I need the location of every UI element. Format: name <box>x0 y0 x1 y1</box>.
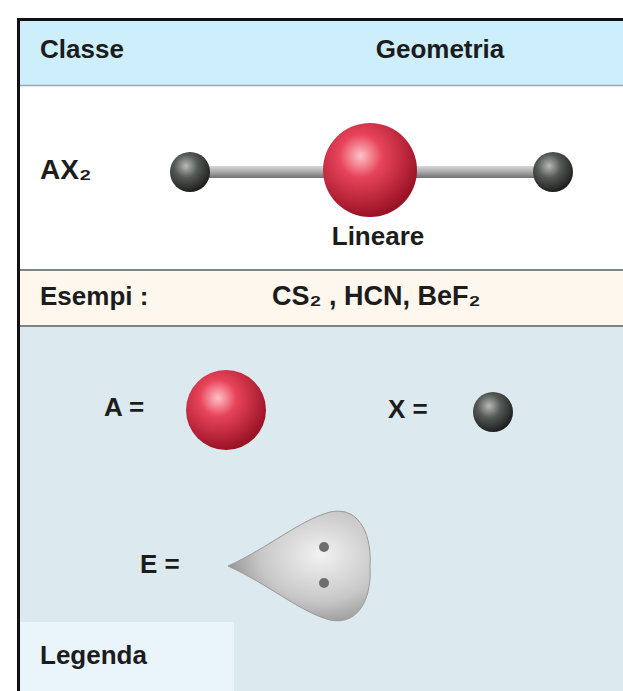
cell-text: Esempi : <box>40 281 148 311</box>
cell-text: Geometria <box>376 34 505 64</box>
a-atom-sample <box>186 370 266 450</box>
x-atom <box>533 152 573 192</box>
cell-text: CS₂ , HCN, BeF₂ <box>272 281 481 311</box>
table-border <box>17 18 20 691</box>
legend-label: A = <box>104 392 144 422</box>
legend-entry: A = <box>104 393 144 423</box>
text-holder: CS₂ , HCN, BeF₂ <box>272 281 481 312</box>
header-band <box>20 21 623 85</box>
legend-entry: E = <box>140 550 180 580</box>
geometry-band <box>20 86 623 269</box>
electron-dot <box>319 578 329 588</box>
legend-title: Legenda <box>40 640 147 670</box>
text-holder: Legenda <box>40 641 147 671</box>
geometry-band: AX₂ Lineare <box>20 86 623 269</box>
lone-pair-sample <box>228 511 370 621</box>
cell-text: Lineare <box>332 221 425 251</box>
text-holder: Esempi : <box>40 282 148 312</box>
legend-label: E = <box>140 549 180 579</box>
a-atom <box>323 123 417 217</box>
text-holder: Classe <box>40 35 124 65</box>
x-atom-sample <box>473 392 513 432</box>
electron-dot <box>319 542 329 552</box>
examples-band: Esempi : CS₂ , HCN, BeF₂ <box>20 271 623 325</box>
text-holder: Lineare <box>332 222 425 252</box>
row-rule <box>20 269 623 271</box>
header-band: Classe Geometria <box>20 21 623 85</box>
row-rule <box>20 85 623 87</box>
legend-panel <box>20 327 623 691</box>
text-holder: AX₂ <box>40 154 91 186</box>
legend-entry: X = <box>388 395 428 425</box>
x-atom <box>170 152 210 192</box>
legend-title-patch <box>20 622 234 691</box>
row-rule <box>20 325 623 327</box>
examples-band <box>20 271 623 325</box>
cell-text: AX₂ <box>40 154 91 185</box>
legend-label: X = <box>388 394 428 424</box>
text-holder: Geometria <box>376 35 505 65</box>
legend-panel: Legenda <box>20 327 623 691</box>
table-border <box>17 18 623 21</box>
cell-text: Classe <box>40 34 124 64</box>
